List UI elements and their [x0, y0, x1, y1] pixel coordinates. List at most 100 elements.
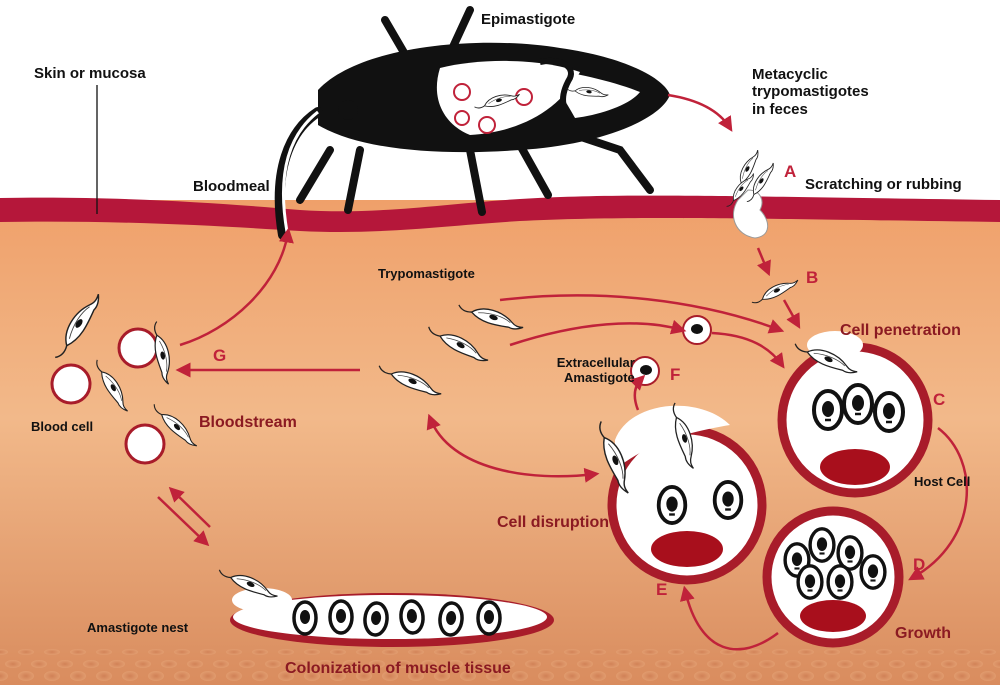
- tissue-texture-dot: [668, 671, 684, 681]
- tissue-texture-dot: [109, 660, 125, 668]
- tissue-texture-dot: [525, 660, 541, 668]
- tissue-texture-dot: [642, 671, 658, 681]
- tissue-texture-dot: [96, 649, 112, 655]
- tissue-texture-dot: [798, 671, 814, 681]
- tissue-texture-dot: [603, 660, 619, 668]
- tissue-texture-dot: [44, 671, 60, 681]
- tissue-texture-dot: [876, 671, 892, 681]
- label-bloodmeal: Bloodmeal: [193, 178, 270, 195]
- tissue-texture-dot: [57, 660, 73, 668]
- tissue-texture-dot: [538, 671, 554, 681]
- tissue-texture-dot: [772, 671, 788, 681]
- tissue-texture-dot: [889, 660, 905, 668]
- tissue-texture-dot: [720, 671, 736, 681]
- tissue-texture-dot: [96, 671, 112, 681]
- tissue-texture-dot: [382, 649, 398, 655]
- tissue-texture-dot: [616, 649, 632, 655]
- tissue-texture-dot: [122, 649, 138, 655]
- tissue-texture-dot: [564, 671, 580, 681]
- tissue-texture-dot: [980, 671, 996, 681]
- tissue-texture-dot: [18, 671, 34, 681]
- label-extracellular-line2: Amastigote: [540, 371, 635, 386]
- tissue-texture-dot: [31, 660, 47, 668]
- tissue-texture-dot: [265, 660, 281, 668]
- label-trypomastigote: Trypomastigote: [378, 267, 475, 282]
- tissue-texture-dot: [824, 671, 840, 681]
- tissue-texture-dot: [408, 649, 424, 655]
- tissue-texture-dot: [629, 660, 645, 668]
- label-epimastigote: Epimastigote: [481, 11, 575, 28]
- tissue-texture-dot: [798, 649, 814, 655]
- tissue-texture-dot: [330, 649, 346, 655]
- tissue-texture-dot: [915, 660, 931, 668]
- tissue-texture-dot: [863, 660, 879, 668]
- tissue-texture-dot: [707, 660, 723, 668]
- tissue-texture-dot: [512, 671, 528, 681]
- tissue-texture-dot: [538, 649, 554, 655]
- tissue-texture-dot: [759, 660, 775, 668]
- label-bloodstream: Bloodstream: [199, 414, 297, 432]
- tissue-texture-dot: [252, 649, 268, 655]
- tissue-texture-dot: [590, 649, 606, 655]
- tissue-texture-dot: [746, 649, 762, 655]
- tissue-texture-dot: [681, 660, 697, 668]
- tissue-texture-dot: [44, 649, 60, 655]
- step-b: B: [806, 268, 818, 288]
- tissue-texture-dot: [772, 649, 788, 655]
- tissue-texture-dot: [278, 649, 294, 655]
- step-a: A: [784, 162, 796, 182]
- tissue-texture-dot: [460, 649, 476, 655]
- tissue-texture-dot: [980, 649, 996, 655]
- label-metacyclic: Metacyclic trypomastigotes in feces: [752, 66, 869, 118]
- tissue-texture-dot: [226, 671, 242, 681]
- label-growth: Growth: [895, 625, 951, 643]
- tissue-texture-dot: [850, 671, 866, 681]
- tissue-texture-dot: [876, 649, 892, 655]
- label-metacyclic-line1: Metacyclic: [752, 66, 869, 83]
- label-extracellular: Extracellular Amastigote: [540, 356, 635, 386]
- tissue-texture-dot: [122, 671, 138, 681]
- tissue-texture-dot: [954, 671, 970, 681]
- label-metacyclic-line3: in feces: [752, 101, 869, 118]
- tissue-texture-dot: [5, 660, 21, 668]
- label-colonization: Colonization of muscle tissue: [285, 660, 511, 678]
- tissue-texture-dot: [967, 660, 983, 668]
- label-scratching: Scratching or rubbing: [805, 176, 962, 193]
- tissue-texture-dot: [785, 660, 801, 668]
- tissue-texture-dot: [200, 649, 216, 655]
- tissue-texture-dot: [239, 660, 255, 668]
- tissue-texture-dot: [837, 660, 853, 668]
- tissue-texture-dot: [551, 660, 567, 668]
- tissue-texture-dot: [434, 649, 450, 655]
- tissue-texture-dot: [850, 649, 866, 655]
- tissue-texture-dot: [161, 660, 177, 668]
- tissue-texture-dot: [512, 649, 528, 655]
- tissue-texture-dot: [655, 660, 671, 668]
- tissue-texture-dot: [174, 671, 190, 681]
- tissue-texture-dot: [70, 649, 86, 655]
- tissue-texture-dot: [902, 671, 918, 681]
- tissue-texture-dot: [18, 649, 34, 655]
- tissue-texture-dot: [213, 660, 229, 668]
- tissue-texture-dot: [694, 671, 710, 681]
- tissue-texture-dot: [941, 660, 957, 668]
- tissue-texture-dot: [577, 660, 593, 668]
- label-blood-cell: Blood cell: [31, 420, 93, 435]
- tissue-texture-dot: [590, 671, 606, 681]
- label-amastigote-nest: Amastigote nest: [87, 621, 188, 636]
- tissue-texture-dot: [200, 671, 216, 681]
- label-metacyclic-line2: trypomastigotes: [752, 83, 869, 100]
- tissue-texture-dot: [83, 660, 99, 668]
- tissue-texture-dot: [811, 660, 827, 668]
- step-c: C: [933, 390, 945, 410]
- label-cell-disruption: Cell disruption: [497, 514, 609, 532]
- tissue-texture-dot: [564, 649, 580, 655]
- tissue-texture-dot: [356, 649, 372, 655]
- host-cell-growth: [767, 511, 899, 643]
- tissue-texture-dot: [226, 649, 242, 655]
- step-d: D: [913, 555, 925, 575]
- tissue-texture-dot: [954, 649, 970, 655]
- tissue-texture-dot: [746, 671, 762, 681]
- tissue-texture-dot: [135, 660, 151, 668]
